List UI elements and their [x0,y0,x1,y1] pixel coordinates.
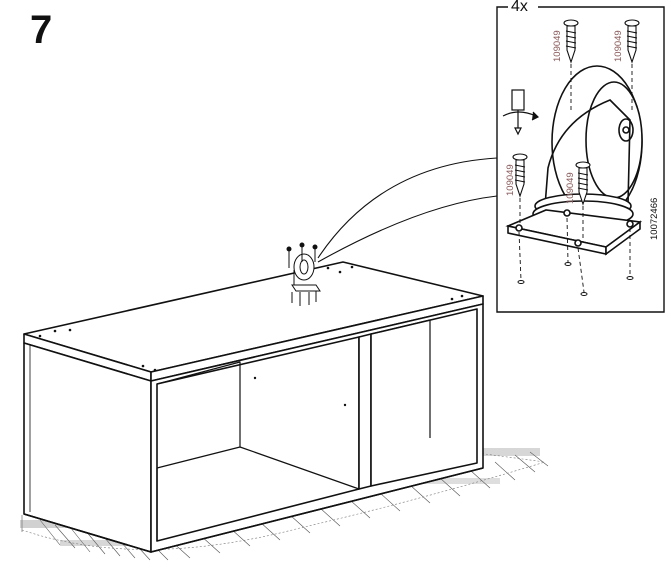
screw [624,19,640,64]
cabinet [23,261,484,553]
step-number: 7 [30,8,53,52]
screwdriver-icon [502,89,540,136]
part-label: 109049 [552,30,563,62]
caster-small [286,242,321,306]
drill-holes [38,265,464,407]
part-label: 109049 [505,164,516,196]
screw-holes [517,262,634,296]
part-label: 109049 [613,30,624,62]
screw [512,153,528,198]
screws [512,19,640,206]
screw [563,19,579,64]
screw [575,161,591,206]
detail-panel: 4x [496,0,665,313]
floor-shadow [21,451,549,561]
quantity-label: 4x [511,0,528,15]
article-number: 10072466 [649,198,660,240]
compartment-right [370,308,478,487]
cabinet-partition [358,333,372,490]
part-label: 109049 [565,172,576,204]
guide-lines [518,64,633,293]
callout-connector [317,157,498,263]
